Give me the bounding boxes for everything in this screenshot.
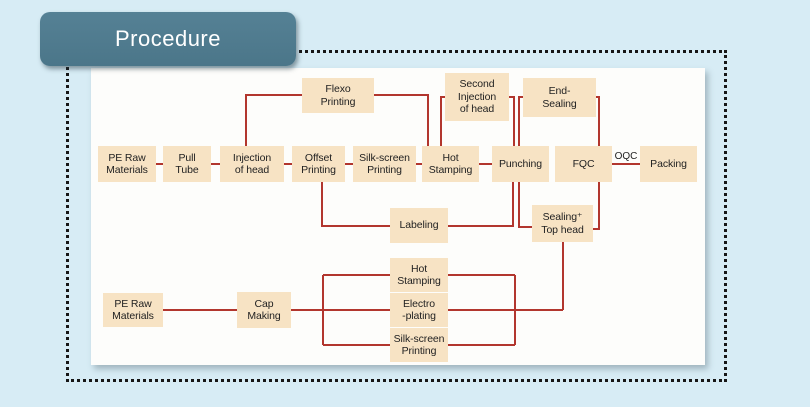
node-silk-screen-printing-cap: Silk-screen Printing: [390, 328, 448, 362]
edge-label-oqc: OQC: [614, 151, 638, 162]
node-flexo-printing: Flexo Printing: [302, 78, 374, 113]
node-injection-of-head: Injection of head: [220, 146, 284, 182]
node-pe-raw-materials-tube: PE Raw Materials: [98, 146, 156, 182]
node-labeling: Labeling: [390, 208, 448, 243]
node-silk-screen-printing-tube: Silk-screen Printing: [353, 146, 416, 182]
page-title: Procedure: [114, 26, 221, 51]
node-sealing-top-head: Sealing⁺ Top head: [532, 205, 593, 242]
node-punching: Punching: [492, 146, 549, 182]
node-pull-tube: Pull Tube: [163, 146, 211, 182]
node-end-sealing: End- Sealing: [523, 78, 596, 117]
node-packing: Packing: [640, 146, 697, 182]
node-cap-making: Cap Making: [237, 292, 291, 328]
node-fqc: FQC: [555, 146, 612, 182]
node-hot-stamping-cap: Hot Stamping: [390, 258, 448, 292]
node-hot-stamping-tube: Hot Stamping: [422, 146, 479, 182]
node-second-injection-of-head: Second Injection of head: [445, 73, 509, 121]
node-electro-plating: Electro -plating: [390, 293, 448, 327]
node-offset-printing: Offset Printing: [292, 146, 345, 182]
dotted-border-frame: [66, 50, 727, 382]
procedure-title-badge: Procedure: [40, 12, 296, 66]
node-pe-raw-materials-cap: PE Raw Materials: [103, 293, 163, 327]
